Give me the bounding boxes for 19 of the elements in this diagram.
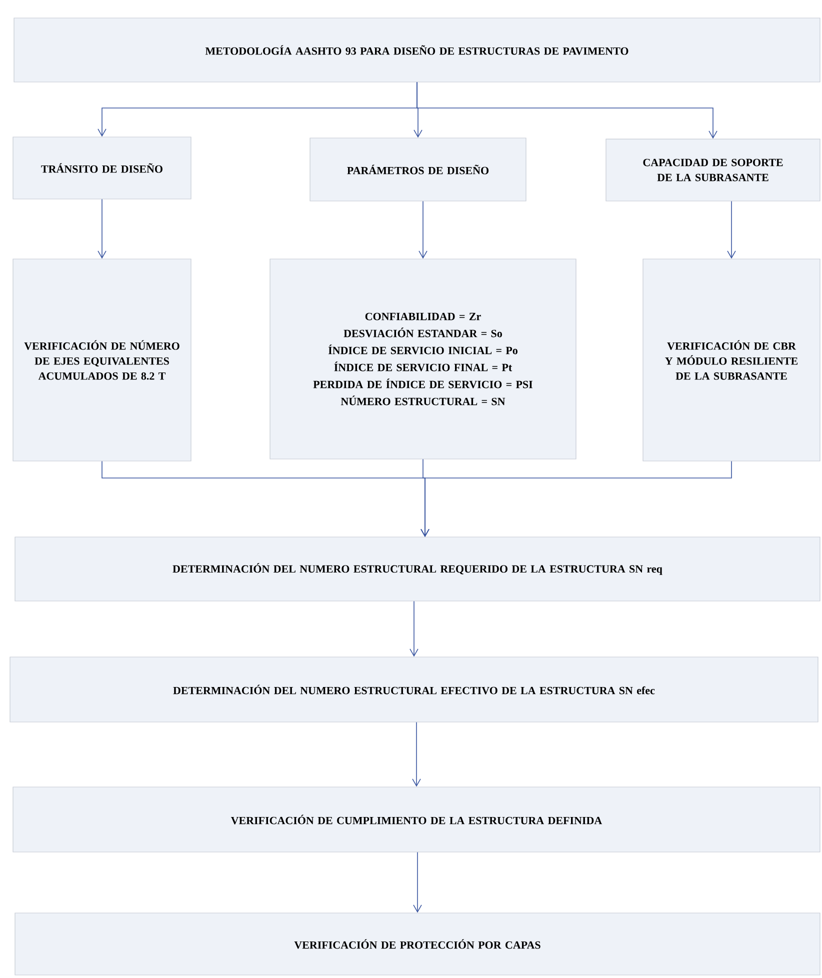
process-box: TRÁNSITO DE DISEÑO: [12, 136, 192, 200]
arrow: [413, 852, 422, 913]
process-box: VERIFICACIÓN DE PROTECCIÓN POR CAPAS: [14, 912, 820, 976]
arrow: [727, 200, 736, 259]
arrow: [412, 722, 421, 787]
process-box: VERIFICACIÓN DE CBR Y MÓDULO RESILIENTE DE LA SUBRASANTE: [642, 258, 820, 462]
arrow: [418, 200, 428, 259]
arrow: [416, 82, 718, 139]
process-box: DETERMINACIÓN DEL NUMERO ESTRUCTURAL REQUERIDO DE LA ESTRUCTURA SN req: [14, 536, 820, 602]
process-box: VERIFICACIÓN DE CUMPLIMIENTO DE LA ESTRUCTURA DEFINIDA: [12, 786, 820, 852]
arrow: [410, 600, 418, 657]
arrow: [420, 460, 732, 538]
process-box: VERIFICACIÓN DE NÚMERO DE EJES EQUIVALENTES ACUMULADOS DE 8.2 T: [12, 258, 192, 462]
process-box: CONFIABILIDAD = Zr DESVIACIÓN ESTANDAR = So ÍNDICE DE SERVICIO INICIAL = Po ÍNDICE DE SERVICIO FINAL = Pt PERDIDA DE ÍNDICE DE SERVICIO = PSI NÚMERO ESTRUCTURAL = SN: [270, 258, 576, 460]
process-box: PARÁMETROS DE DISEÑO: [310, 138, 526, 202]
process-box: METODOLOGÍA AASHTO 93 PARA DISEÑO DE ESTRUCTURAS DE PAVIMENTO: [14, 18, 820, 82]
process-box: CAPACIDAD DE SOPORTE DE LA SUBRASANTE: [606, 138, 820, 202]
arrow: [98, 198, 106, 259]
process-box: DETERMINACIÓN DEL NUMERO ESTRUCTURAL EFECTIVO DE LA ESTRUCTURA SN efec: [10, 656, 818, 722]
